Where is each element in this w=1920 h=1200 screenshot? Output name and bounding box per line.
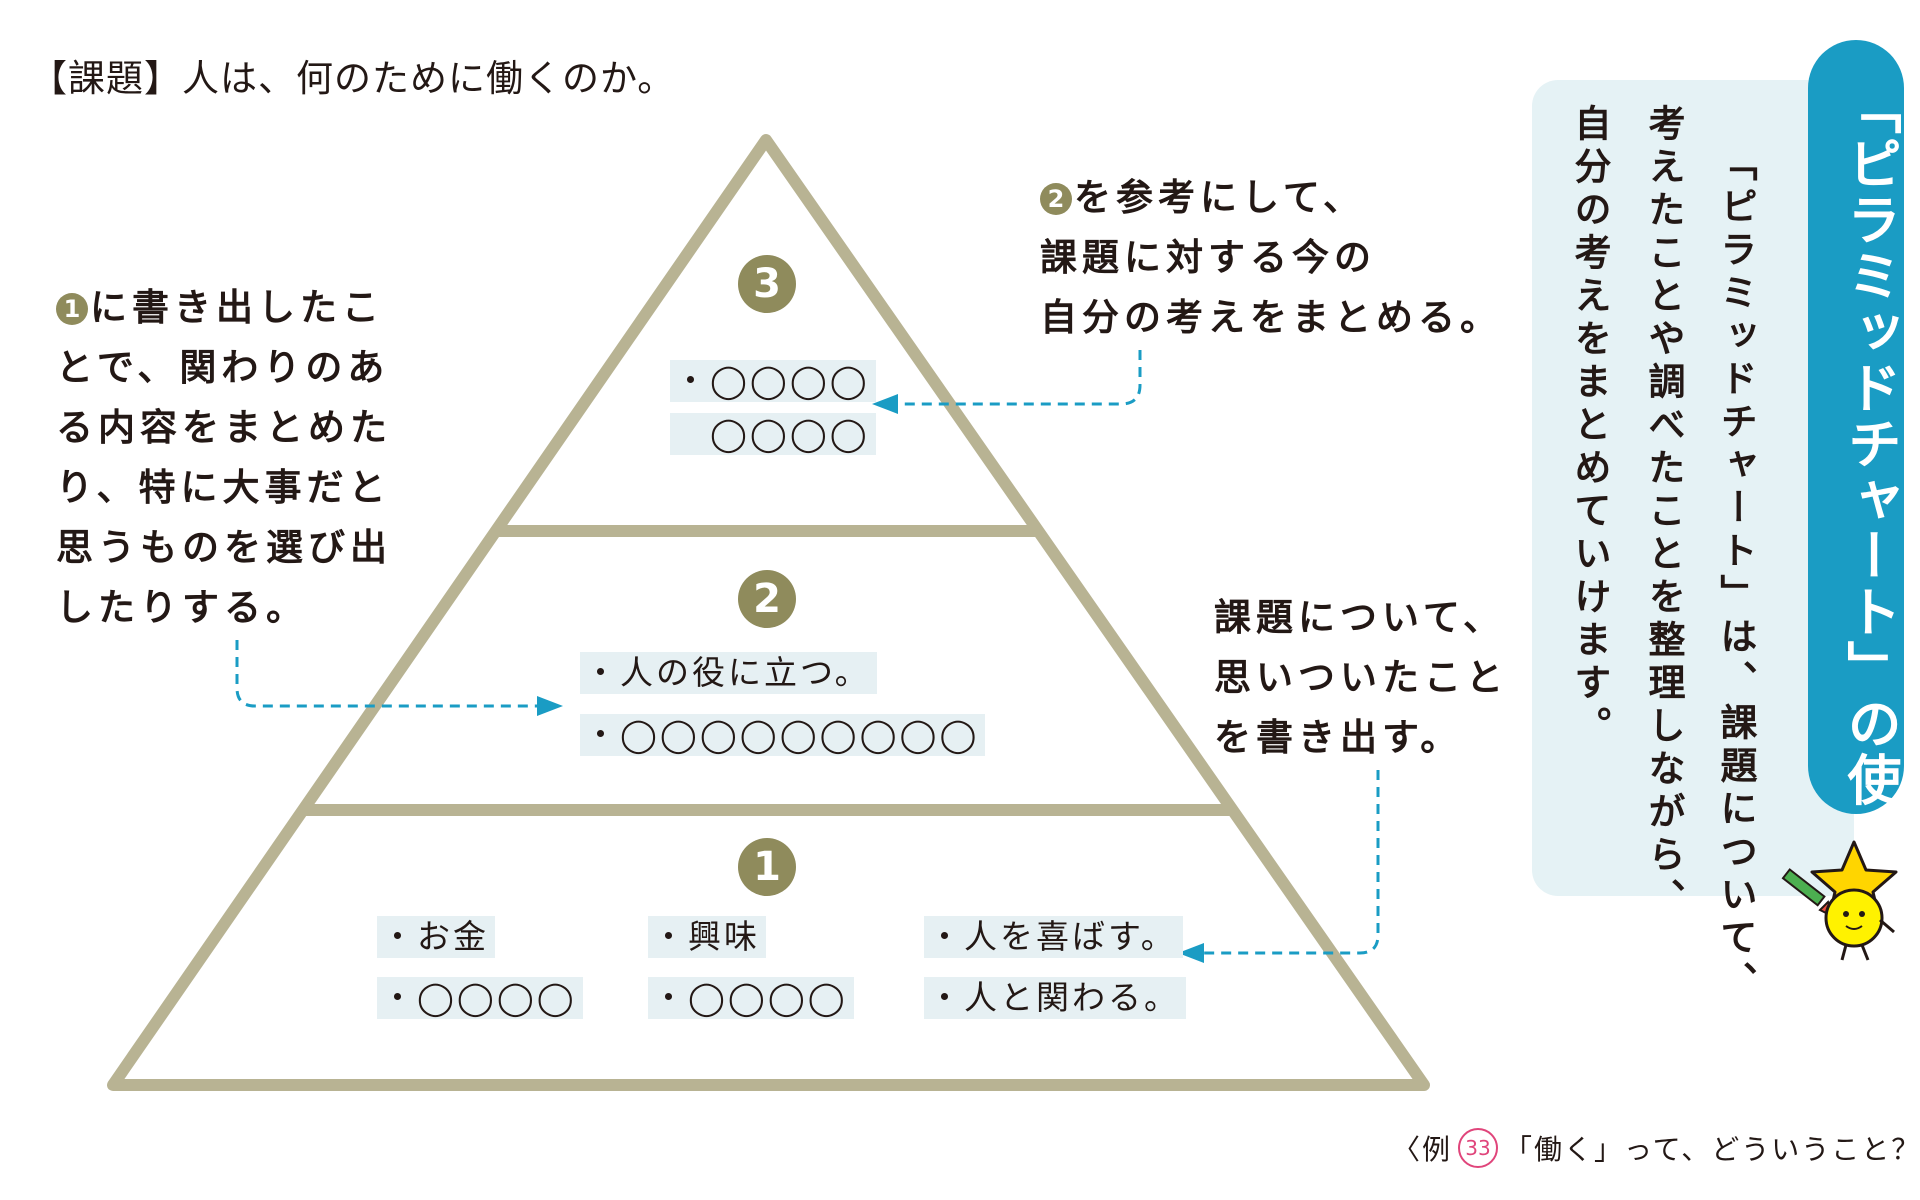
tier2-item: ・人の役に立つ。 bbox=[580, 652, 877, 694]
tier1-item: ・興味 bbox=[648, 916, 766, 958]
tier3-number: 3 bbox=[738, 255, 796, 313]
tier1-number: 1 bbox=[738, 838, 796, 896]
howto-line: 「ピラミッドチャート」は、課題について、 bbox=[1714, 144, 1757, 1004]
footer-title: 「働く」って、どういうこと？〉 bbox=[1504, 1133, 1920, 1166]
tier1-item: ・お金 bbox=[377, 916, 495, 958]
tier3-item: ・◯◯◯◯ bbox=[670, 360, 876, 402]
tier3-item: ◯◯◯◯ bbox=[670, 413, 876, 455]
tier2-item: ・◯◯◯◯◯◯◯◯◯ bbox=[580, 714, 986, 756]
pyramid-outline bbox=[107, 134, 1430, 1091]
footer-caption: 〈例 33 「働く」って、どういうこと？〉 bbox=[1392, 1128, 1920, 1168]
footer-prefix: 〈例 bbox=[1392, 1133, 1453, 1166]
howto-line: 自分の考えをまとめていけます。 bbox=[1568, 104, 1611, 749]
howto-line: 考えたことや調べたことを整理しながら、 bbox=[1642, 104, 1685, 921]
step-marker: 1 bbox=[56, 293, 88, 325]
tier2-number: 2 bbox=[738, 570, 796, 628]
page-number-badge: 33 bbox=[1458, 1128, 1499, 1168]
tier1-item: ・◯◯◯◯ bbox=[648, 977, 854, 1019]
star-mascot-icon bbox=[1781, 840, 1898, 961]
page-title: 【課題】人は、何のために働くのか。 bbox=[30, 57, 676, 100]
arrow-right-note bbox=[1202, 770, 1380, 955]
tier1-item: ・◯◯◯◯ bbox=[377, 977, 583, 1019]
arrowhead-top bbox=[872, 394, 898, 414]
note-brainstorm: 課題について、 思いついたこと を書き出す。 bbox=[1214, 596, 1508, 759]
howto-banner-title: 「ピラミッドチャート」の使い方 bbox=[1838, 80, 1901, 920]
step-marker: 2 bbox=[1040, 183, 1072, 215]
arrow-left-note bbox=[235, 640, 540, 708]
arrow-top-note bbox=[895, 350, 1142, 406]
arrowhead-left bbox=[537, 696, 563, 716]
arrowhead-right bbox=[1178, 943, 1204, 963]
howto-banner: 「ピラミッドチャート」の使い方 bbox=[1808, 40, 1904, 920]
tier1-item: ・人を喜ばす。 bbox=[924, 916, 1183, 958]
howto-panel bbox=[1532, 80, 1854, 896]
tier1-item: ・人と関わる。 bbox=[924, 977, 1186, 1019]
